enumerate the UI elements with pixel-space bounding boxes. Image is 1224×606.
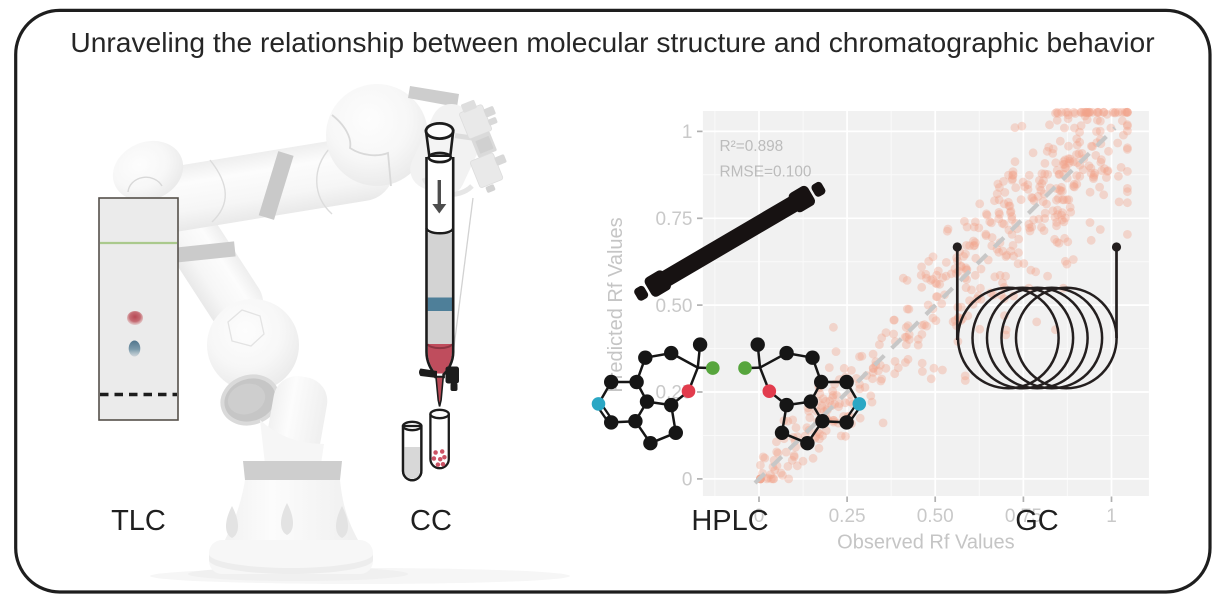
svg-text:0.75: 0.75 bbox=[656, 209, 693, 230]
svg-text:TLC: TLC bbox=[111, 505, 166, 537]
svg-text:Unraveling the relationship be: Unraveling the relationship between mole… bbox=[70, 26, 1154, 58]
svg-text:0: 0 bbox=[754, 506, 765, 527]
svg-text:0: 0 bbox=[682, 470, 693, 491]
svg-text:GC: GC bbox=[1015, 505, 1059, 537]
svg-text:Predicted Rf Values: Predicted Rf Values bbox=[605, 217, 627, 392]
svg-text:0.50: 0.50 bbox=[656, 296, 693, 317]
svg-text:1: 1 bbox=[1106, 506, 1117, 527]
svg-text:0.75: 0.75 bbox=[1005, 506, 1042, 527]
svg-text:1: 1 bbox=[682, 122, 693, 143]
svg-text:0.50: 0.50 bbox=[917, 506, 954, 527]
svg-text:R²=0.898: R²=0.898 bbox=[720, 138, 784, 155]
svg-text:RMSE=0.100: RMSE=0.100 bbox=[720, 164, 812, 181]
svg-text:Observed Rf Values: Observed Rf Values bbox=[837, 532, 1015, 554]
svg-text:HPLC: HPLC bbox=[691, 505, 768, 537]
svg-text:CC: CC bbox=[410, 505, 452, 537]
svg-text:0.25: 0.25 bbox=[829, 506, 866, 527]
